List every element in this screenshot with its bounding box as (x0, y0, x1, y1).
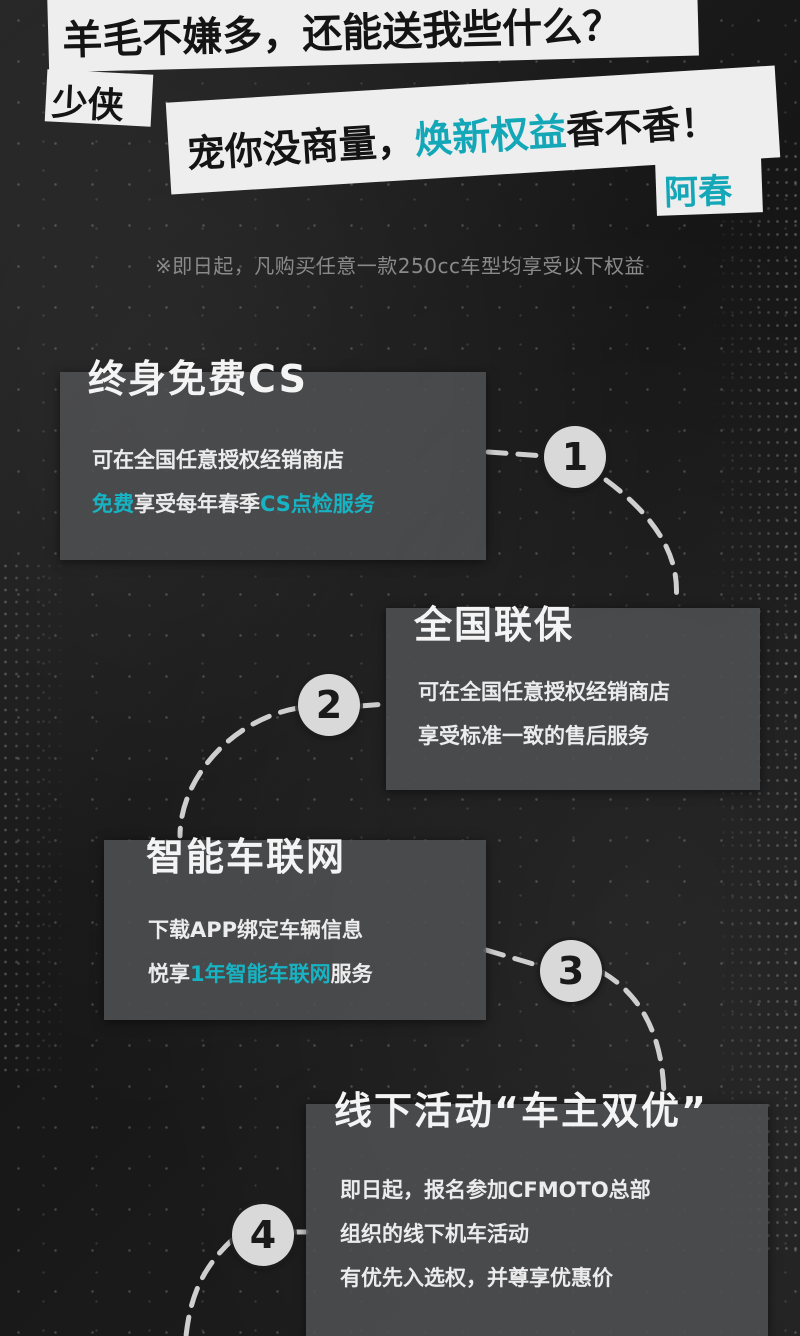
connector-3-4 (599, 969, 667, 1103)
benefit-card-4 (306, 1104, 768, 1336)
benefit-title-3: 智能车联网 (146, 835, 347, 879)
benefit-4-line3: 有优先入选权，并尊享优惠价 (340, 1266, 613, 1290)
connector-4-down (183, 1237, 235, 1336)
connector-1-2 (603, 477, 679, 603)
connector-1 (485, 449, 547, 459)
benefit-1-highlight-b: CS点检服务 (260, 492, 375, 516)
benefit-3-line2: 悦享1年智能车联网服务 (148, 952, 373, 996)
benefit-1-line1: 可在全国任意授权经销商店 (92, 448, 344, 472)
benefit-body-1: 可在全国任意授权经销商店 免费享受每年春季CS点检服务 (92, 438, 375, 526)
benefit-card-1 (60, 372, 486, 560)
notice-text: ※即日起，凡购买任意一款250cc车型均享受以下权益 (155, 254, 645, 278)
number-badge-2: 2 (298, 674, 360, 736)
benefit-4-line2: 组织的线下机车活动 (340, 1222, 529, 1246)
number-badge-1: 1 (544, 426, 606, 488)
number-badge-4: 4 (232, 1204, 294, 1266)
benefit-card-3 (104, 840, 486, 1020)
number-badge-3: 3 (540, 940, 602, 1002)
benefit-title-1: 终身免费CS (88, 357, 308, 401)
benefit-3-plain-a: 悦享 (148, 962, 190, 986)
benefit-3-line1: 下载APP绑定车辆信息 (148, 918, 364, 942)
benefit-3-plain-b: 服务 (330, 962, 373, 986)
background-speckle-left (0, 560, 70, 1080)
benefit-body-3: 下载APP绑定车辆信息 悦享1年智能车联网服务 (148, 908, 373, 996)
benefit-1-highlight-a: 免费 (92, 492, 134, 516)
benefit-title-4: 线下活动“车主双优” (334, 1089, 708, 1133)
connector-2 (357, 701, 389, 709)
benefit-1-plain: 享受每年春季 (134, 492, 260, 516)
benefit-1-line2: 免费享受每年春季CS点检服务 (92, 482, 375, 526)
benefit-body-2: 可在全国任意授权经销商店 享受标准一致的售后服务 (418, 670, 670, 758)
connector-3 (483, 947, 543, 969)
benefit-4-line1: 即日起，报名参加CFMOTO总部 (340, 1178, 651, 1202)
benefit-2-line1: 可在全国任意授权经销商店 (418, 680, 670, 704)
benefit-3-highlight: 1年智能车联网 (190, 962, 331, 986)
benefit-card-2 (386, 608, 760, 790)
benefit-2-line2: 享受标准一致的售后服务 (418, 724, 649, 748)
benefit-body-4: 即日起，报名参加CFMOTO总部 组织的线下机车活动 有优先入选权，并尊享优惠价 (340, 1168, 651, 1300)
benefit-title-2: 全国联保 (414, 603, 575, 647)
connector-2-3 (177, 705, 301, 839)
